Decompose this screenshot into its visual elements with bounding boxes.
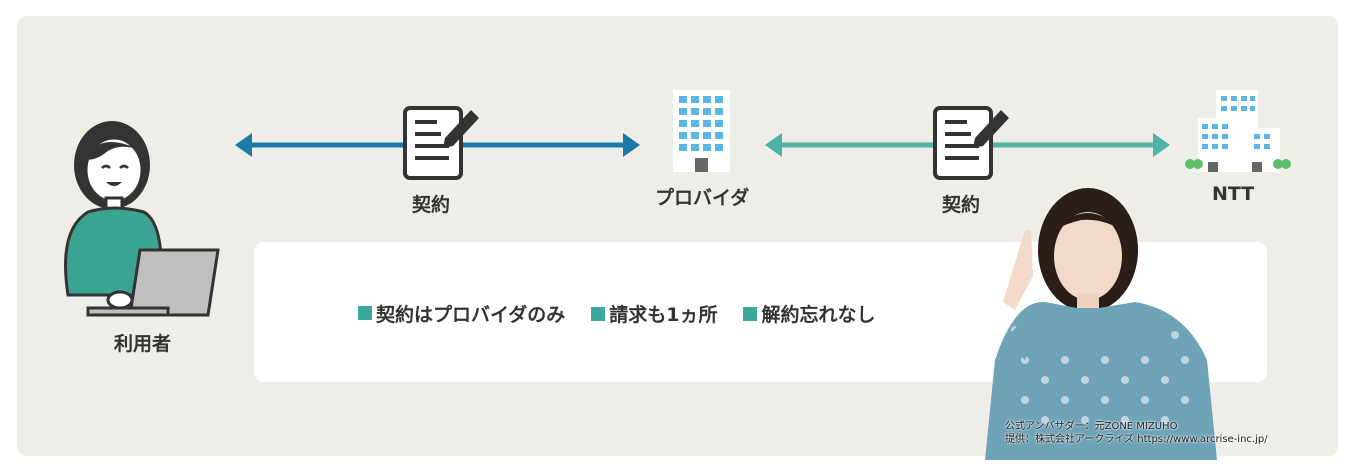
office-complex-icon (1185, 90, 1291, 172)
building-icon (673, 90, 730, 172)
benefit-item: 解約忘れなし (743, 300, 876, 327)
benefit-item: 契約はプロバイダのみ (358, 300, 565, 327)
benefit-text: 請求も1ヵ所 (609, 304, 718, 326)
node-label-user: 利用者 (114, 333, 172, 355)
contract-doc-icon (403, 106, 479, 180)
benefit-list: 契約はプロバイダのみ 請求も1ヵ所 解約忘れなし (358, 300, 876, 327)
contract-label-left: 契約 (412, 194, 451, 216)
contract-doc-icon (933, 106, 1009, 180)
credit-line-ambassador: 公式アンバサダー：元ZONE MIZUHO (1005, 421, 1178, 432)
benefit-bullet-icon (358, 306, 372, 320)
benefit-bullet-icon (591, 306, 606, 321)
benefit-bullet-icon (743, 306, 758, 321)
benefit-text: 契約はプロバイダのみ (376, 304, 566, 326)
photo-credit: 公式アンバサダー：元ZONE MIZUHO 提供：株式会社アークライズ http… (1005, 420, 1268, 446)
node-label-ntt: NTT (1212, 183, 1255, 205)
contract-label-right: 契約 (942, 194, 981, 216)
credit-line-provider: 提供：株式会社アークライズ https://www.arcrise-inc.jp… (1005, 434, 1268, 445)
ambassador-photo (985, 188, 1217, 460)
benefit-item: 請求も1ヵ所 (591, 300, 717, 327)
node-label-provider: プロバイダ (655, 187, 750, 209)
user-laptop-icon (64, 121, 220, 317)
benefit-text: 解約忘れなし (761, 304, 876, 326)
